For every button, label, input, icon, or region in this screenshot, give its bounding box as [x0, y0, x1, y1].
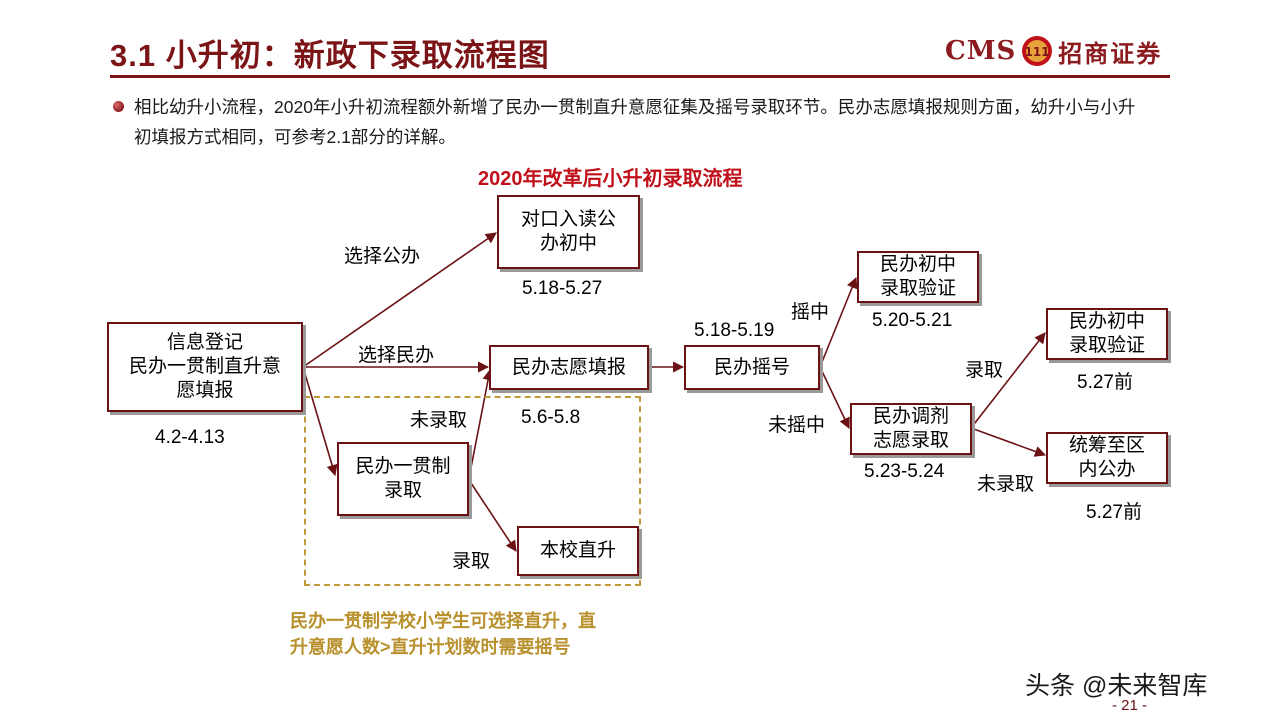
watermark: 头条 @未来智库: [1025, 672, 1208, 700]
edge-label-not-admitted-2: 未录取: [977, 474, 1035, 495]
node-public-school: 对口入读公 办初中: [497, 195, 640, 269]
cms-logo: CMS 111 招商证券: [945, 34, 1162, 68]
logo-badge-icon: 111: [1022, 36, 1053, 66]
edge-label-admitted: 录取: [452, 551, 491, 572]
page-number: - 21 -: [1112, 697, 1148, 714]
date-private-verify: 5.20-5.21: [872, 310, 953, 331]
node-private-verify-2: 民办初中 录取验证: [1046, 308, 1168, 360]
date-public-school: 5.18-5.27: [522, 278, 603, 299]
date-private-apply: 5.6-5.8: [521, 407, 581, 428]
node-private-verify: 民办初中 录取验证: [857, 251, 979, 303]
continuous-school-dashed-region: [304, 396, 641, 586]
date-adjust: 5.23-5.24: [864, 461, 945, 482]
edge-label-won: 摇中: [791, 302, 830, 323]
diagram-title: 2020年改革后小升初录取流程: [478, 168, 743, 190]
edge-label-not-won: 未摇中: [768, 415, 826, 436]
node-continuous: 民办一贯制 录取: [337, 442, 469, 516]
node-adjust: 民办调剂 志愿录取: [850, 403, 972, 455]
node-private-apply: 民办志愿填报: [489, 345, 649, 390]
arrow-won: [819, 276, 858, 368]
node-registration: 信息登记 民办一贯制直升意 愿填报: [107, 322, 303, 412]
logo-brand: 招商证券: [1058, 38, 1163, 68]
logo-text: CMS: [945, 36, 1017, 66]
node-lottery: 民办摇号: [684, 345, 820, 390]
date-registration: 4.2-4.13: [155, 427, 225, 448]
arrow-not-admitted: [468, 368, 494, 479]
date-lottery: 5.18-5.19: [694, 320, 775, 341]
date-private-verify-2: 5.27前: [1077, 372, 1133, 393]
date-district-public: 5.27前: [1086, 502, 1142, 523]
edge-label-choose-private: 选择民办: [358, 345, 435, 366]
node-direct: 本校直升: [517, 526, 639, 576]
arrow-to-continuous: [302, 366, 338, 477]
logo-badge-text: 111: [1025, 45, 1050, 59]
node-district-public: 统筹至区 内公办: [1046, 432, 1168, 484]
title-rule: [110, 75, 1170, 78]
edge-label-admitted-2: 录取: [965, 360, 1004, 381]
arrow-admitted-verify: [970, 332, 1046, 429]
bullet-text: 相比幼升小流程，2020年小升初流程额外新增了民办一贯制直升意愿征集及摇号录取环…: [134, 97, 1136, 147]
bullet-dot-icon: [113, 101, 124, 112]
edge-label-choose-public: 选择公办: [344, 246, 421, 267]
arrow-not-won: [819, 366, 850, 430]
arrow-district-public: [970, 427, 1047, 457]
edge-label-not-admitted: 未录取: [410, 410, 468, 431]
arrow-choose-public: [302, 232, 497, 368]
arrow-admitted-direct: [468, 479, 517, 552]
note-text: 民办一贯制学校小学生可选择直升，直 升意愿人数>直升计划数时需要摇号: [290, 611, 596, 657]
page-title: 3.1 小升初：新政下录取流程图: [110, 38, 550, 73]
